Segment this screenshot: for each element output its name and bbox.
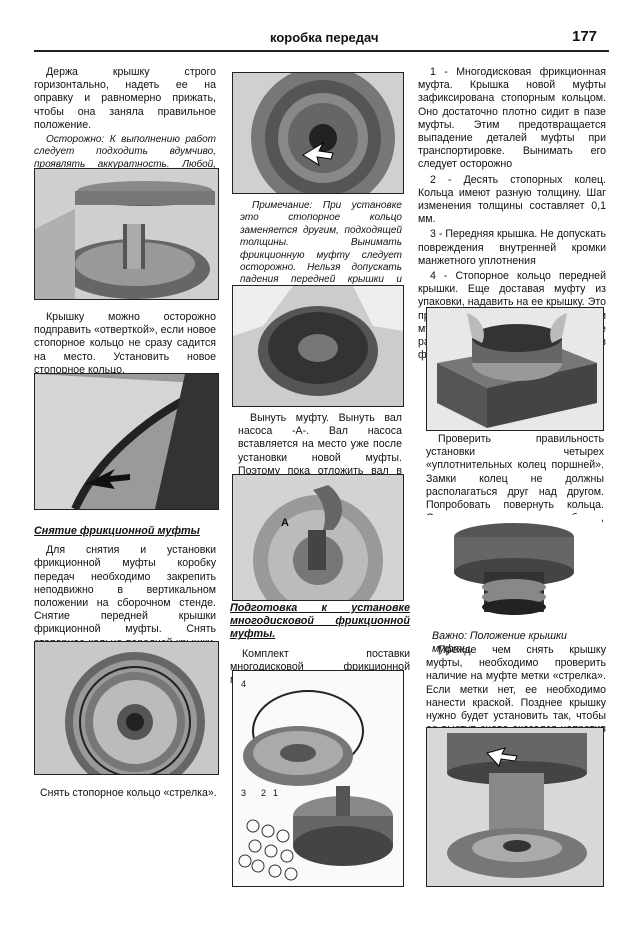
kit-item-1: 1 - Многодисковая фрикционная муфта. Кры… [418, 66, 606, 171]
pump-shaft-illustration [233, 475, 403, 600]
kit-label-1: 1 [273, 788, 279, 798]
clutch-remove-illustration [233, 286, 403, 406]
page-number: 177 [572, 28, 598, 45]
clutch-rings-illustration [426, 515, 602, 625]
figure-cover-mark [426, 727, 604, 887]
col1-para2: Крышку можно осторожно подправить «отвер… [34, 311, 216, 376]
col1-mid-text: Крышку можно осторожно подправить «отвер… [34, 311, 216, 379]
cover-press-illustration [35, 169, 218, 299]
section-heading-clutch-removal: Снятие фрикционной муфты [34, 525, 200, 537]
figure-unpacking [426, 307, 604, 431]
kit-label-3: 3 [241, 788, 247, 798]
unpacking-illustration [427, 308, 603, 430]
arrow-marker [85, 469, 130, 489]
figure-pump-shaft: А [232, 474, 404, 601]
kit-label-4: 4 [241, 679, 247, 689]
kit-item-2: 2 - Десять стопорных колец. Кольца имеют… [418, 173, 606, 226]
figure-kit: 4 3 2 1 [232, 670, 404, 887]
header-rule [34, 50, 609, 52]
section-heading-preparation: Подготовка к установке многодисковой фри… [230, 602, 410, 641]
caption-retaining-ring: Снять стопорное кольцо «стрелка». [40, 787, 217, 799]
figure-cover-press [34, 168, 219, 300]
figure-cover-edge [34, 373, 219, 510]
clutch-top-illustration [233, 73, 403, 193]
figure-retaining-ring [34, 641, 219, 775]
col1-para1: Держа крышку строго горизонтально, надет… [34, 66, 216, 131]
kit-label-2: 2 [261, 788, 267, 798]
running-header: коробка передач [270, 30, 379, 45]
col2-para4: Вынуть муфту. Вынуть вал насоса -А-. Вал… [238, 412, 402, 490]
cover-edge-illustration [35, 374, 218, 509]
figure-clutch-remove [232, 285, 404, 407]
cover-mark-illustration [427, 728, 603, 886]
col2-section: Подготовка к установке многодисковой фри… [230, 602, 410, 689]
kit-illustration [233, 671, 403, 886]
figure-clutch-top [232, 72, 404, 194]
mark-arrow [486, 747, 518, 767]
col2-mid-text: Вынуть муфту. Вынуть вал насоса -А-. Вал… [238, 412, 402, 493]
retaining-ring-illustration [35, 642, 218, 774]
kit-item-3: 3 - Передняя крышка. Не допускать повреж… [418, 228, 606, 267]
caption-important: Важно: Положение крышки муфты. [432, 630, 567, 656]
figure-clutch-rings [426, 515, 602, 625]
label-a: А [281, 517, 289, 529]
